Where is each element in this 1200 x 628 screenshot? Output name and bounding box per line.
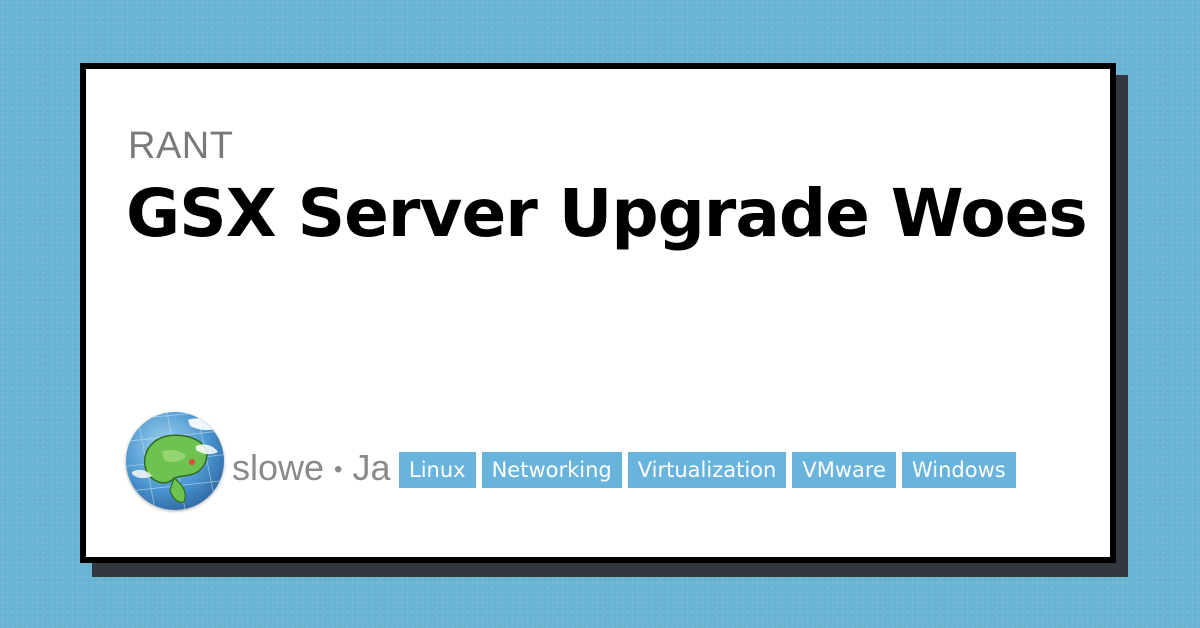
- byline-separator: •: [334, 456, 343, 484]
- tag-virtualization[interactable]: Virtualization: [627, 452, 787, 488]
- author-byline: slowe • Ja: [232, 447, 390, 489]
- post-title: GSX Server Upgrade Woes: [126, 175, 1088, 252]
- post-card: RANT GSX Server Upgrade Woes slowe • Ja: [80, 63, 1116, 563]
- author-avatar: [126, 412, 224, 510]
- tag-linux[interactable]: Linux: [399, 452, 476, 488]
- post-date: Ja: [352, 447, 391, 488]
- tag-networking[interactable]: Networking: [481, 452, 622, 488]
- author-name[interactable]: slowe: [232, 447, 325, 488]
- tag-vmware[interactable]: VMware: [792, 452, 896, 488]
- tag-list: Linux Networking Virtualization VMware W…: [399, 452, 1016, 488]
- tag-windows[interactable]: Windows: [901, 452, 1016, 488]
- post-category: RANT: [128, 125, 234, 167]
- globe-avatar-icon: [126, 412, 224, 510]
